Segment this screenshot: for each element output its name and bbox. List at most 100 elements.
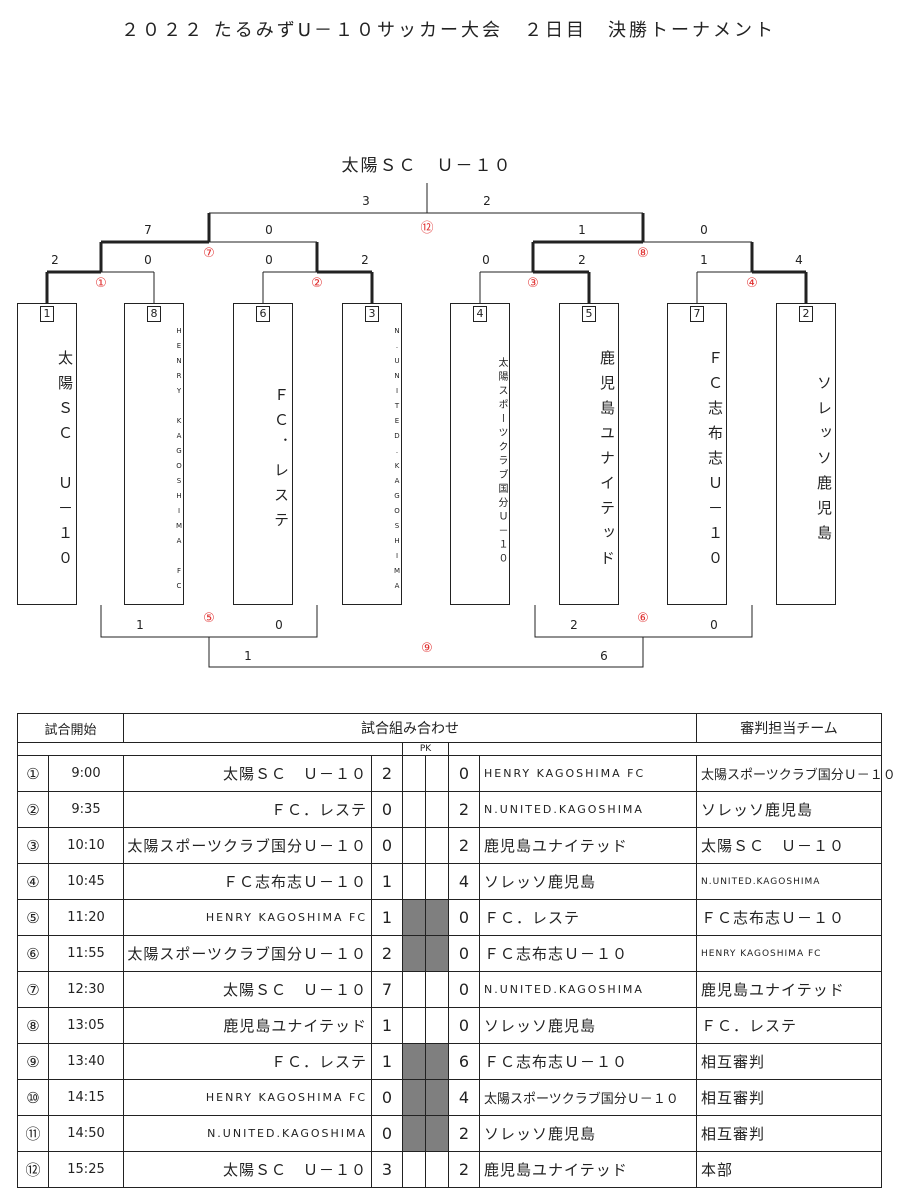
home-score: 0 — [371, 791, 404, 828]
away-score: 2 — [448, 1115, 481, 1152]
team-name: N.UNITED.KAGOSHIMA — [393, 327, 401, 597]
bracket-lines — [45, 183, 808, 668]
start-time: 10:45 — [47, 863, 125, 900]
away-team: 鹿児島ユナイテッド — [479, 1151, 698, 1188]
away-team: ソレッソ鹿児島 — [479, 1007, 698, 1044]
home-score: 3 — [371, 1151, 404, 1188]
start-time: 11:20 — [47, 899, 125, 936]
home-team: HENRY KAGOSHIMA FC — [123, 899, 373, 936]
pk-away — [425, 1007, 450, 1044]
page-title: ２０２２ たるみずU－１０サッカー大会 ２日目 決勝トーナメント — [121, 20, 776, 41]
home-team: 鹿児島ユナイテッド — [123, 1007, 373, 1044]
match-number: ⑪ — [17, 1115, 49, 1152]
home-team: 太陽ＳＣ Ｕ－１０ — [123, 1151, 373, 1188]
match-number: ⑧ — [17, 1007, 49, 1044]
home-score: 2 — [371, 935, 404, 972]
home-score: 0 — [371, 827, 404, 864]
start-time: 14:50 — [47, 1115, 125, 1152]
away-score: 0 — [448, 1007, 481, 1044]
match-label-2: ② — [311, 276, 323, 291]
away-team: ＦＣ志布志Ｕ－１０ — [479, 1043, 698, 1080]
match-label-1: ① — [95, 276, 107, 291]
team-box: 8 HENRY KAGOSHIMA FC — [124, 303, 184, 605]
match-number: ⑩ — [17, 1079, 49, 1116]
away-score: 0 — [448, 935, 481, 972]
home-team: ＦＣ志布志Ｕ－１０ — [123, 863, 373, 900]
match-number: ④ — [17, 863, 49, 900]
team-name: HENRY KAGOSHIMA FC — [175, 327, 183, 597]
match-label-12: ⑫ — [420, 221, 434, 236]
match-number: ⑫ — [17, 1151, 49, 1188]
referee-team: 太陽スポーツクラブ国分Ｕ－１０ — [696, 755, 896, 792]
pk-away — [425, 971, 450, 1008]
team-box: 1 太陽ＳＣ Ｕ－１０ — [17, 303, 77, 605]
pk-home — [402, 1043, 427, 1080]
home-team: 太陽スポーツクラブ国分Ｕ－１０ — [123, 935, 373, 972]
pk-home — [402, 827, 427, 864]
home-score: 1 — [371, 1007, 404, 1044]
seed-number: 4 — [473, 306, 487, 322]
away-score: 0 — [448, 971, 481, 1008]
referee-team: N.UNITED.KAGOSHIMA — [696, 863, 883, 900]
score-m3-home: 0 — [482, 253, 490, 267]
home-team: 太陽ＳＣ Ｕ－１０ — [123, 755, 373, 792]
away-team: ソレッソ鹿児島 — [479, 863, 698, 900]
start-time: 9:00 — [47, 755, 125, 792]
team-box: 5 鹿児島ユナイテッド — [559, 303, 619, 605]
match-number: ① — [17, 755, 49, 792]
score-m7-home: 7 — [144, 223, 152, 237]
score-m8-home: 1 — [578, 223, 586, 237]
start-time: 15:25 — [47, 1151, 125, 1188]
m9-bracket — [208, 637, 644, 668]
pk-away — [425, 827, 450, 864]
away-team: 鹿児島ユナイテッド — [479, 827, 698, 864]
match-label-3: ③ — [527, 276, 539, 291]
score-m9-home: 1 — [244, 649, 252, 663]
team-name: 太陽ＳＣ Ｕ－１０ — [56, 349, 74, 575]
referee-team: 太陽ＳＣ Ｕ－１０ — [696, 827, 883, 864]
score-m8-away: 0 — [700, 223, 708, 237]
home-score: 1 — [371, 1043, 404, 1080]
pk-home — [402, 971, 427, 1008]
match-number: ⑨ — [17, 1043, 49, 1080]
team-box: 7 ＦＣ志布志Ｕ－１０ — [667, 303, 727, 605]
match-label-7: ⑦ — [203, 246, 215, 261]
pk-home — [402, 1007, 427, 1044]
away-team: ＦＣ．レステ — [479, 899, 698, 936]
home-score: 1 — [371, 899, 404, 936]
score-m3-away: 2 — [578, 253, 586, 267]
home-score: 0 — [371, 1115, 404, 1152]
seed-number: 1 — [40, 306, 54, 322]
away-team: HENRY KAGOSHIMA FC — [479, 755, 698, 792]
team-name: 太陽スポーツクラブ国分Ｕ－１０ — [496, 357, 507, 567]
start-time: 10:10 — [47, 827, 125, 864]
away-score: 2 — [448, 1151, 481, 1188]
score-m1-away: 0 — [144, 253, 152, 267]
referee-team: 相互審判 — [696, 1115, 883, 1152]
match-number: ③ — [17, 827, 49, 864]
score-m7-away: 0 — [265, 223, 273, 237]
seed-number: 7 — [690, 306, 704, 322]
referee-team: HENRY KAGOSHIMA FC — [696, 935, 883, 972]
score-m5-away: 0 — [275, 618, 283, 632]
pk-home — [402, 755, 427, 792]
pk-away — [425, 1079, 450, 1116]
home-score: 1 — [371, 863, 404, 900]
score-m6-away: 0 — [710, 618, 718, 632]
score-m1-home: 2 — [51, 253, 59, 267]
match-number: ⑦ — [17, 971, 49, 1008]
home-team: 太陽スポーツクラブ国分Ｕ－１０ — [123, 827, 373, 864]
score-m12-away: 2 — [483, 194, 491, 208]
home-team: 太陽ＳＣ Ｕ－１０ — [123, 971, 373, 1008]
away-team: ＦＣ志布志Ｕ－１０ — [479, 935, 698, 972]
pk-away — [425, 1115, 450, 1152]
match-label-6: ⑥ — [637, 611, 649, 626]
